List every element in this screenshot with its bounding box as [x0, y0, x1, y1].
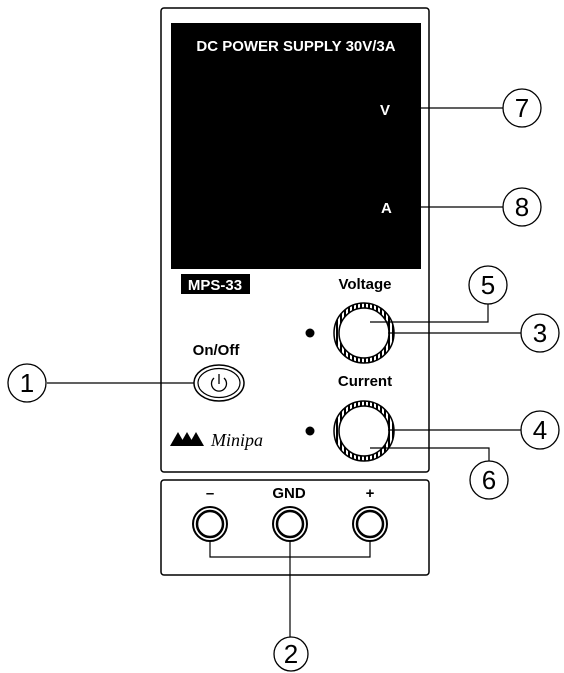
voltage-indicator-dot [305, 328, 315, 338]
callout-2: 2 [273, 636, 309, 672]
svg-text:7: 7 [515, 93, 529, 123]
model-badge: MPS-33 [188, 277, 242, 294]
positive-terminal[interactable] [352, 506, 388, 542]
voltage-knob-label: Voltage [338, 276, 391, 293]
display-title: DC POWER SUPPLY 30V/3A [196, 38, 395, 55]
voltage-knob[interactable] [333, 302, 395, 364]
power-switch-label: On/Off [193, 342, 241, 359]
callout-1: 1 [7, 363, 47, 403]
svg-text:1: 1 [20, 368, 34, 398]
current-knob-label: Current [338, 373, 392, 390]
svg-text:3: 3 [533, 318, 547, 348]
callout-7: 7 [502, 88, 542, 128]
model-badge-bg [181, 274, 250, 294]
ground-terminal-label: GND [272, 485, 306, 502]
callout-5: 5 [468, 265, 508, 305]
current-unit-label: A [381, 200, 392, 217]
negative-terminal[interactable] [192, 506, 228, 542]
callout-6: 6 [469, 460, 509, 500]
callout-leader-lines [47, 107, 523, 643]
svg-text:6: 6 [482, 465, 496, 495]
svg-text:2: 2 [284, 639, 298, 669]
power-icon [210, 374, 228, 392]
ground-terminal[interactable] [272, 506, 308, 542]
svg-text:4: 4 [533, 415, 547, 445]
brand-logo-text: Minipa [210, 430, 263, 450]
voltage-unit-label: V [380, 102, 390, 119]
display-screen [171, 23, 421, 269]
callout-3: 3 [520, 313, 560, 353]
callout-4: 4 [520, 410, 560, 450]
current-indicator-dot [305, 426, 315, 436]
positive-terminal-label: + [366, 485, 375, 502]
callout-8: 8 [502, 187, 542, 227]
negative-terminal-label: – [206, 485, 214, 502]
current-knob[interactable] [333, 400, 395, 462]
svg-text:8: 8 [515, 192, 529, 222]
brand-logo-icon [170, 432, 204, 446]
svg-text:5: 5 [481, 270, 495, 300]
